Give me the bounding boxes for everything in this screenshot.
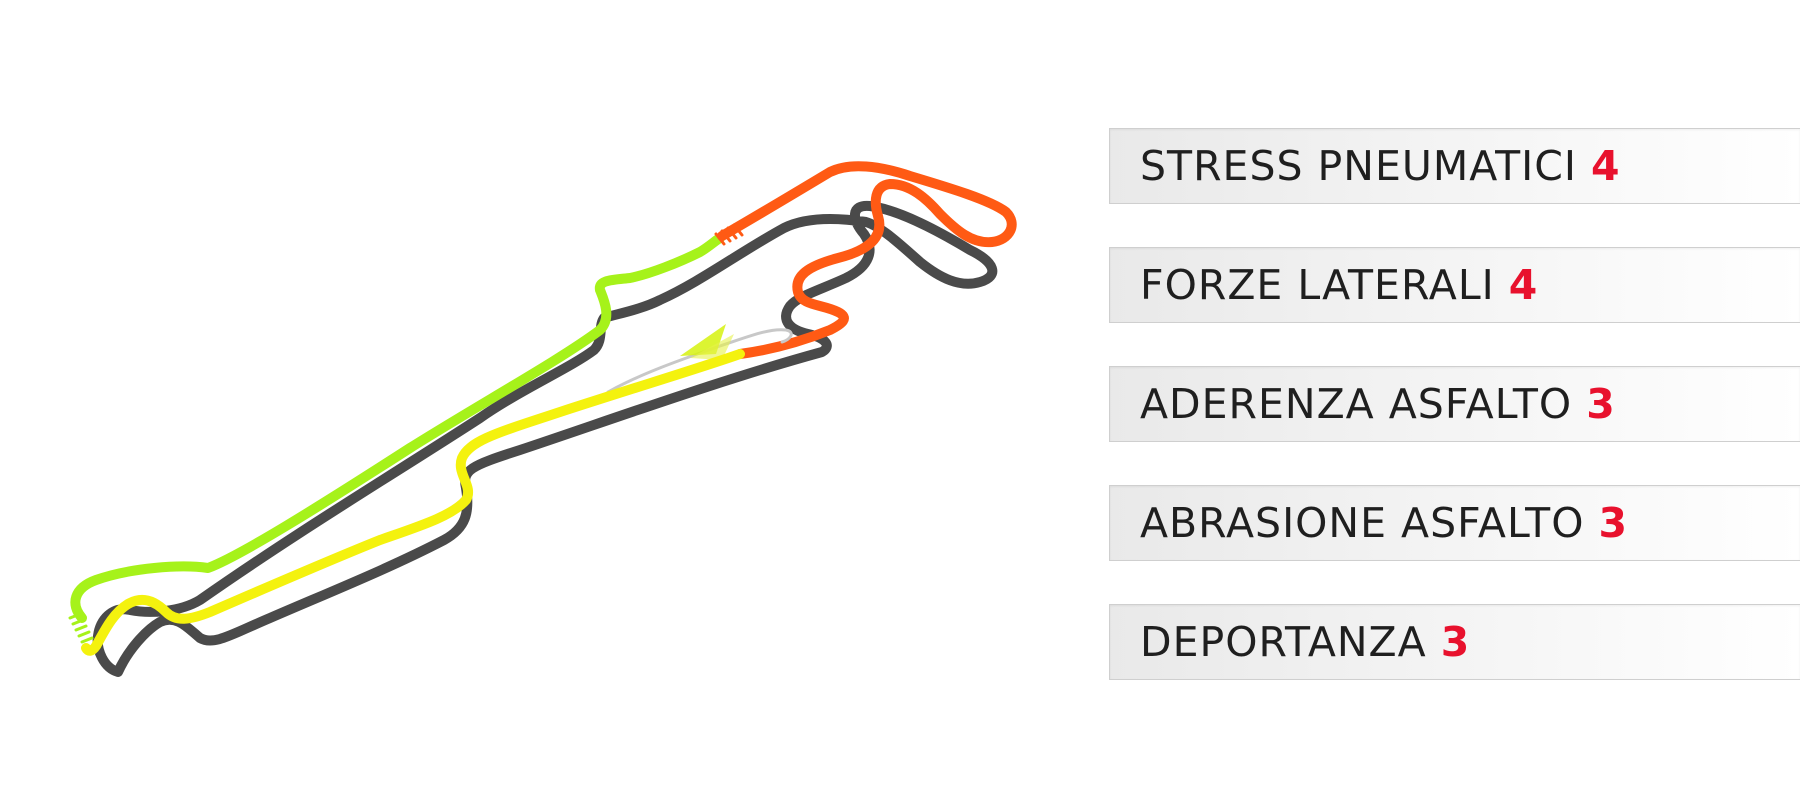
rating-label: ADERENZA ASFALTO [1140,380,1573,428]
rating-value: 3 [1586,380,1615,428]
pit-lane [606,328,793,394]
sector-1-path [70,233,725,623]
direction-arrow-icon [680,324,734,360]
track-outline-path [92,200,998,677]
start-finish-stripes-icon [68,612,94,644]
rating-row-tyre-stress: STRESS PNEUMATICI 4 [1109,128,1800,204]
track-sector-3 [81,349,745,656]
track-sector-2 [714,161,1017,359]
rating-label: STRESS PNEUMATICI [1140,142,1577,190]
rating-row-asphalt-grip: ADERENZA ASFALTO 3 [1109,366,1800,442]
sector-3-path [81,349,745,656]
rating-label: ABRASIONE ASFALTO [1140,499,1585,547]
sector-2-path [717,161,1017,359]
rating-value: 3 [1598,499,1628,547]
rating-label: DEPORTANZA [1140,618,1427,666]
rating-row-downforce: DEPORTANZA 3 [1109,604,1800,680]
sector-2-stripes [714,223,744,246]
rating-row-lateral-forces: FORZE LATERALI 4 [1109,247,1800,323]
rating-label: FORZE LATERALI [1140,261,1495,309]
track-outline [92,200,998,677]
track-ratings-panel: STRESS PNEUMATICI 4 FORZE LATERALI 4 ADE… [1109,128,1800,723]
rating-row-asphalt-abrasion: ABRASIONE ASFALTO 3 [1109,485,1800,561]
rating-value: 3 [1440,618,1470,666]
rating-value: 4 [1590,142,1620,190]
rating-value: 4 [1508,261,1538,309]
track-sector-1 [68,233,725,644]
